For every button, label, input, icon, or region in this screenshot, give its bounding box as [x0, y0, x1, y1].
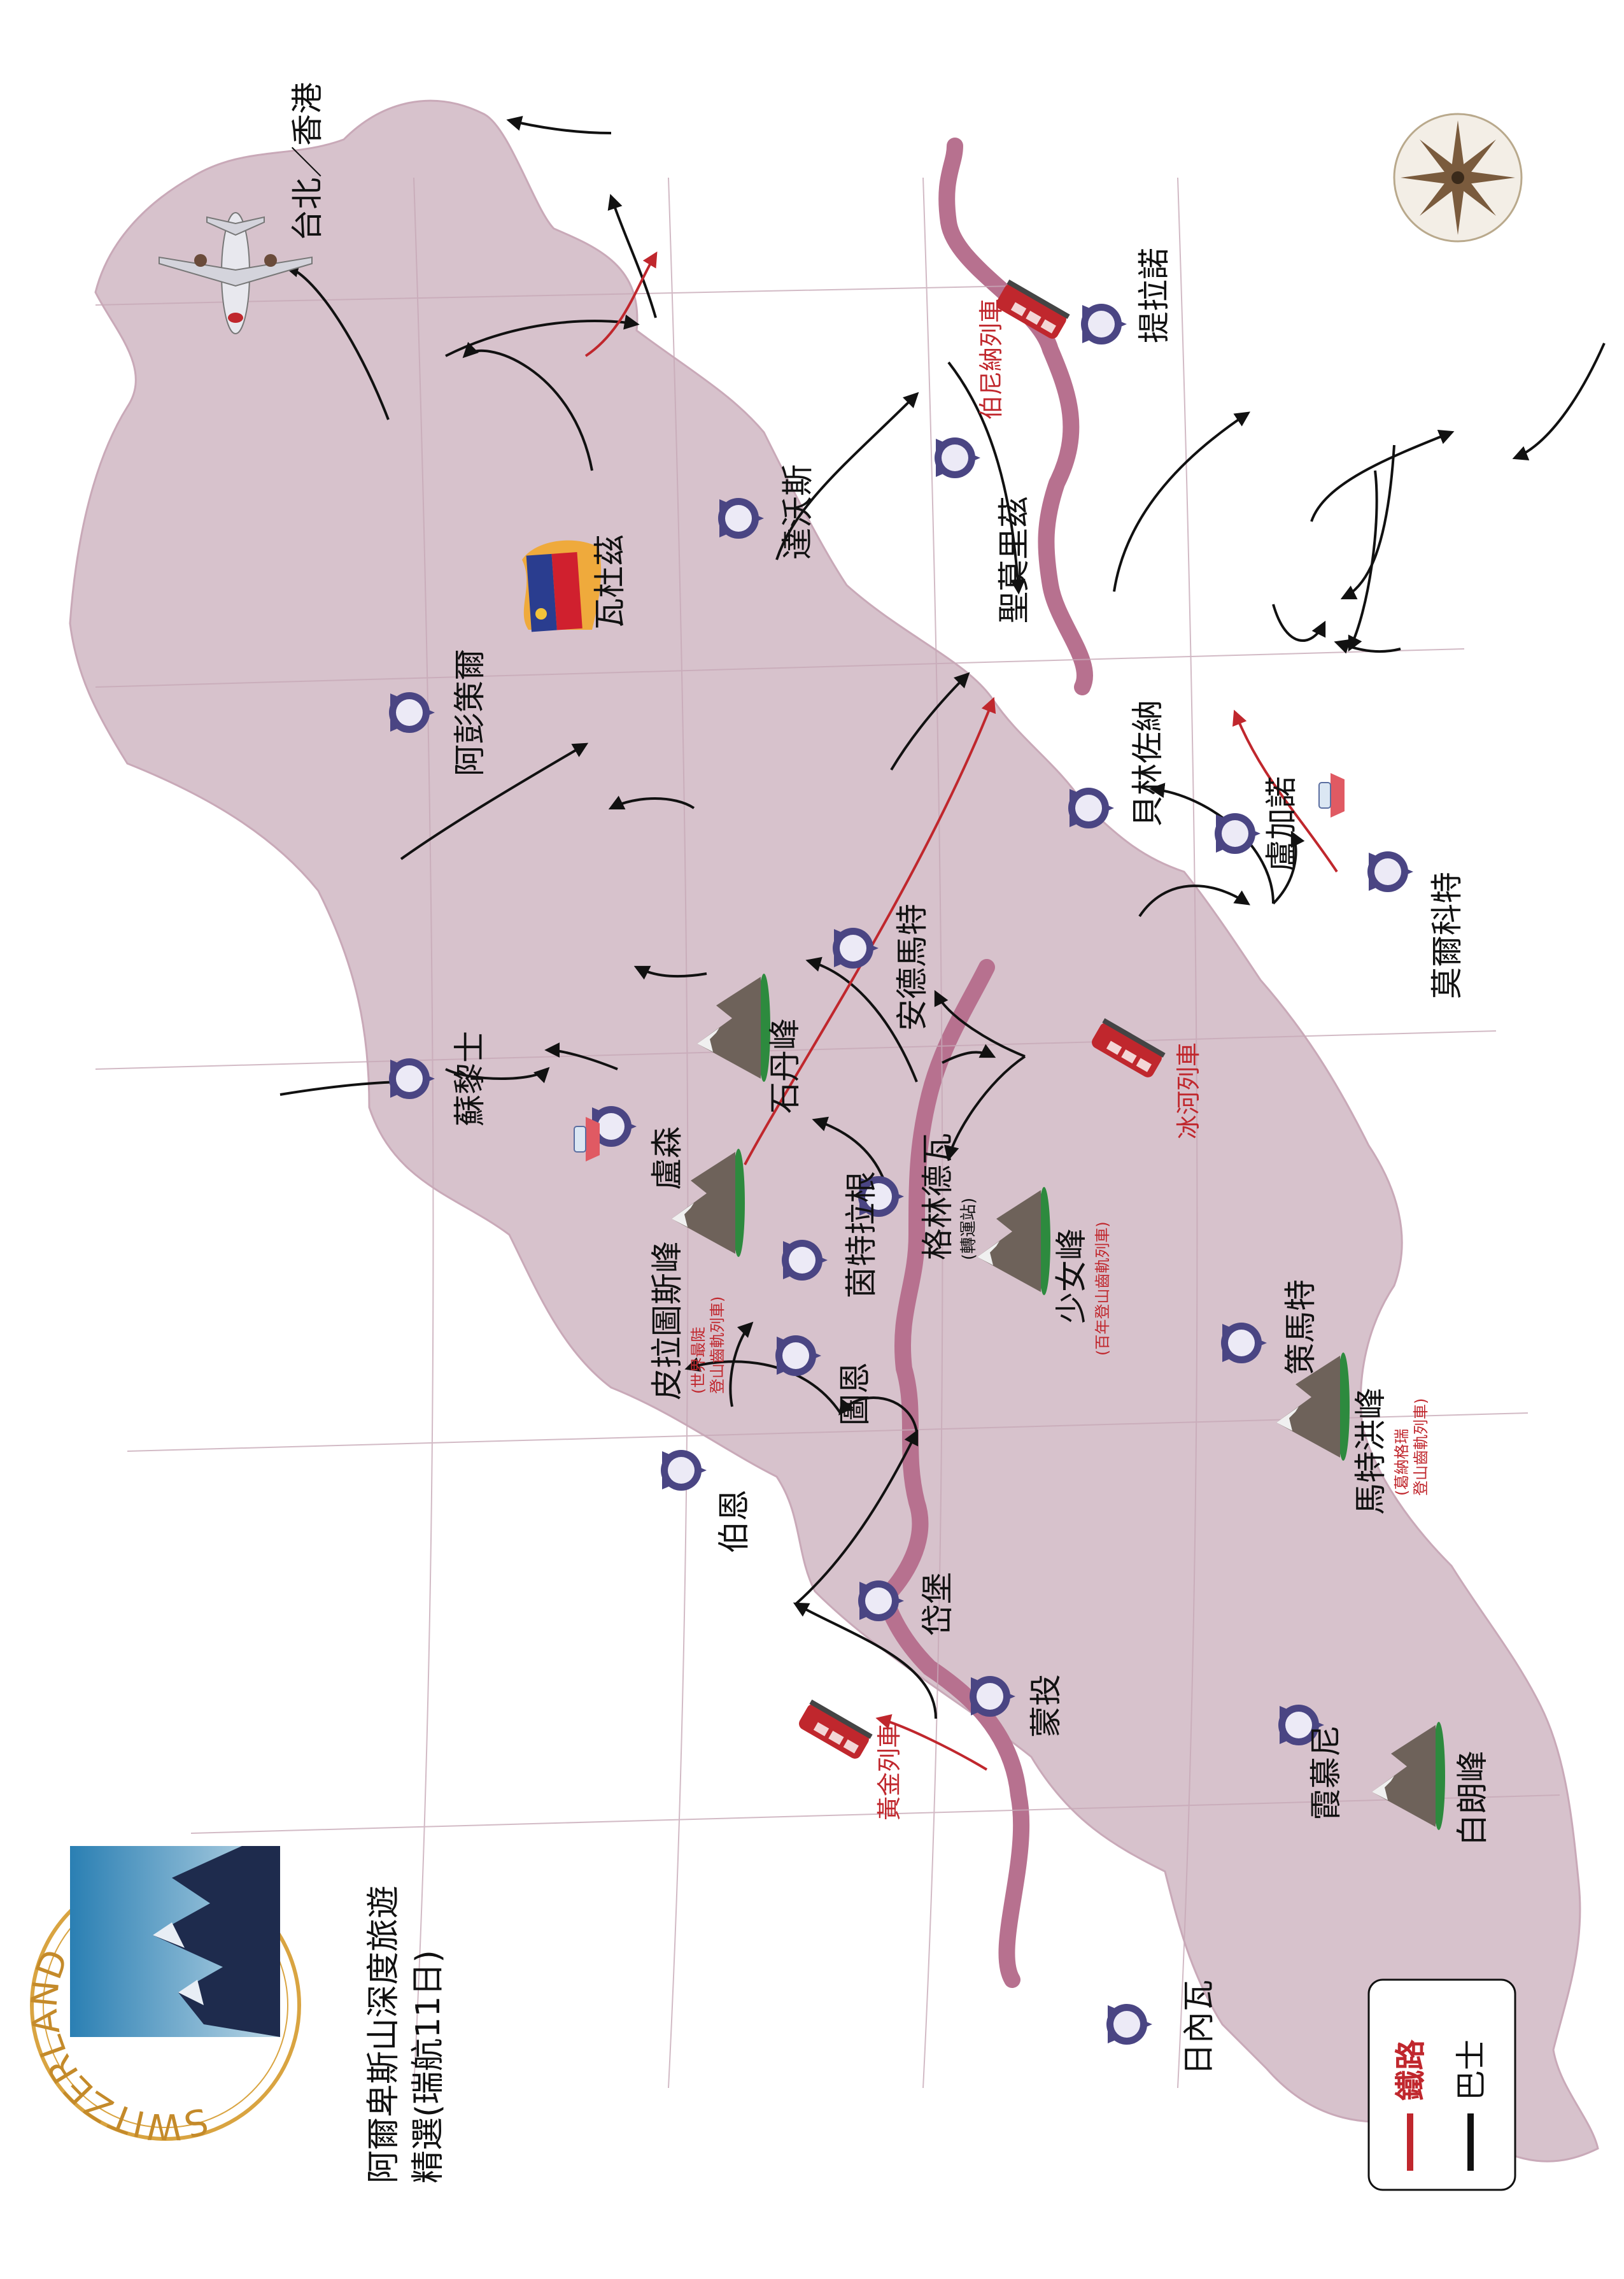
label-davos: 達沃斯	[779, 464, 816, 560]
location-pin-icon-lugano[interactable]	[1215, 813, 1260, 854]
label-grindelwald-note: (轉運站)	[959, 1198, 978, 1260]
label-golden-pass: 黃金列車	[875, 1724, 903, 1821]
rail-labels: 伯尼納列車 冰河列車 黃金列車	[875, 299, 1203, 1821]
flag-icon-vaduz	[522, 540, 602, 632]
label-thun: 圖恩	[837, 1362, 873, 1426]
label-lugano: 盧加諾	[1263, 776, 1300, 872]
pins	[389, 304, 1413, 2045]
label-lucerne: 盧森	[649, 1126, 686, 1190]
border-band-south	[877, 959, 995, 1606]
location-pin-icon-grindelwald[interactable]	[858, 1176, 904, 1217]
location-pin-icon-bern[interactable]	[661, 1450, 707, 1491]
label-mont-blanc: 白朗峰	[1454, 1750, 1491, 1846]
label-bernina-express: 伯尼納列車	[977, 299, 1005, 420]
title-line-1: 阿爾卑斯山深度旅遊	[365, 1885, 403, 2183]
label-bellinzona: 貝林佐納	[1129, 700, 1166, 827]
compass-rose-icon	[1393, 113, 1523, 243]
location-pin-icon-tirano[interactable]	[1081, 304, 1127, 344]
label-matterhorn: 馬特洪峰	[1352, 1388, 1389, 1515]
location-pin-icon-montreux[interactable]	[970, 1676, 1015, 1717]
label-jungfrau-note: (百年登山齒軌列車)	[1094, 1221, 1112, 1356]
location-pin-icon-thun[interactable]	[775, 1335, 821, 1376]
train-icon-bernina	[996, 279, 1070, 339]
city-labels: 台北／香港 蘇黎士 阿彭策爾 瓦杜茲 達沃斯 聖莫里茲 提拉諾 貝林佐納 盧加諾…	[289, 82, 1491, 2075]
label-pilatus: 皮拉圖斯峰	[649, 1241, 686, 1400]
label-tirano: 提拉諾	[1136, 248, 1173, 343]
title-line-2: 精選(瑞航11日)	[409, 1950, 448, 2183]
border-band-south-west	[877, 1589, 1030, 1988]
label-zermatt: 策馬特	[1282, 1279, 1319, 1375]
label-zurich: 蘇黎士	[451, 1031, 488, 1126]
label-pilatus-note-2: 登山齒軌列車)	[709, 1296, 726, 1394]
mountain-icon-jungfrau	[977, 1187, 1050, 1295]
label-st-moritz: 聖莫里茲	[996, 496, 1033, 623]
location-pin-icon-lucerne[interactable]	[591, 1106, 637, 1147]
mountain-icon-titlis	[697, 974, 770, 1082]
location-pin-icon-zermatt[interactable]	[1221, 1323, 1267, 1363]
label-grindelwald: 格林德瓦	[919, 1133, 956, 1260]
location-pin-icon-morcote[interactable]	[1367, 851, 1413, 892]
label-gruyeres: 岱堡	[919, 1572, 956, 1636]
label-appenzell: 阿彭策爾	[451, 649, 488, 776]
location-pin-icon-st-moritz[interactable]	[935, 437, 980, 478]
label-interlaken: 茵特拉根	[843, 1171, 880, 1298]
label-matterhorn-note-1: (葛納格瑞	[1393, 1429, 1411, 1496]
location-pin-icon-andermatt[interactable]	[833, 928, 879, 969]
label-geneva: 日內瓦	[1180, 1980, 1217, 2075]
location-pin-icon-gruyeres[interactable]	[858, 1580, 904, 1621]
location-pin-icon-geneva[interactable]	[1106, 2004, 1152, 2045]
country-outline	[69, 99, 1599, 2162]
label-vaduz: 瓦杜茲	[591, 534, 628, 630]
label-jungfrau: 少女峰	[1053, 1228, 1090, 1324]
mountain-icon-pilatus	[672, 1149, 745, 1257]
mountain-icon-mont-blanc	[1372, 1722, 1445, 1830]
location-pin-icon-zurich[interactable]	[389, 1058, 435, 1099]
label-titlis: 石丹峰	[766, 1018, 803, 1114]
mountain-icon-matterhorn	[1276, 1352, 1350, 1461]
ship-icon-lucerne	[574, 1117, 600, 1161]
label-bern: 伯恩	[716, 1489, 752, 1553]
label-montreux: 蒙投	[1027, 1674, 1064, 1738]
legend-bus-label: 巴士	[1453, 2040, 1489, 2101]
location-pin-icon-davos[interactable]	[718, 498, 764, 539]
location-pin-icon-chamonix[interactable]	[1278, 1705, 1324, 1745]
label-glacier-express: 冰河列車	[1175, 1042, 1203, 1139]
label-taipei-hk: 台北／香港	[289, 82, 326, 241]
location-pin-icon-bellinzona[interactable]	[1068, 788, 1114, 828]
label-andermatt: 安德馬特	[894, 904, 931, 1031]
train-icon-glacier	[1092, 1018, 1166, 1077]
legend: 鐵路 巴士	[1367, 1978, 1516, 2191]
label-morcote: 莫爾科特	[1429, 872, 1465, 999]
location-pin-icon-interlaken[interactable]	[782, 1240, 828, 1281]
trains	[799, 279, 1166, 1759]
title-badge: SWITZERLAND 2025	[24, 1846, 301, 2147]
ship-icon-lugano	[1318, 773, 1345, 818]
label-chamonix: 霞慕尼	[1308, 1725, 1345, 1821]
label-pilatus-note-1: (世界最陡	[689, 1327, 707, 1394]
label-matterhorn-note-2: 登山齒軌列車)	[1412, 1398, 1430, 1496]
train-icon-golden	[799, 1699, 873, 1759]
border-band-east	[938, 138, 1093, 695]
legend-rail-label: 鐵路	[1393, 2039, 1429, 2101]
airplane-icon	[159, 212, 313, 334]
location-pin-icon-appenzell[interactable]	[389, 692, 435, 733]
mountains	[672, 974, 1445, 1830]
